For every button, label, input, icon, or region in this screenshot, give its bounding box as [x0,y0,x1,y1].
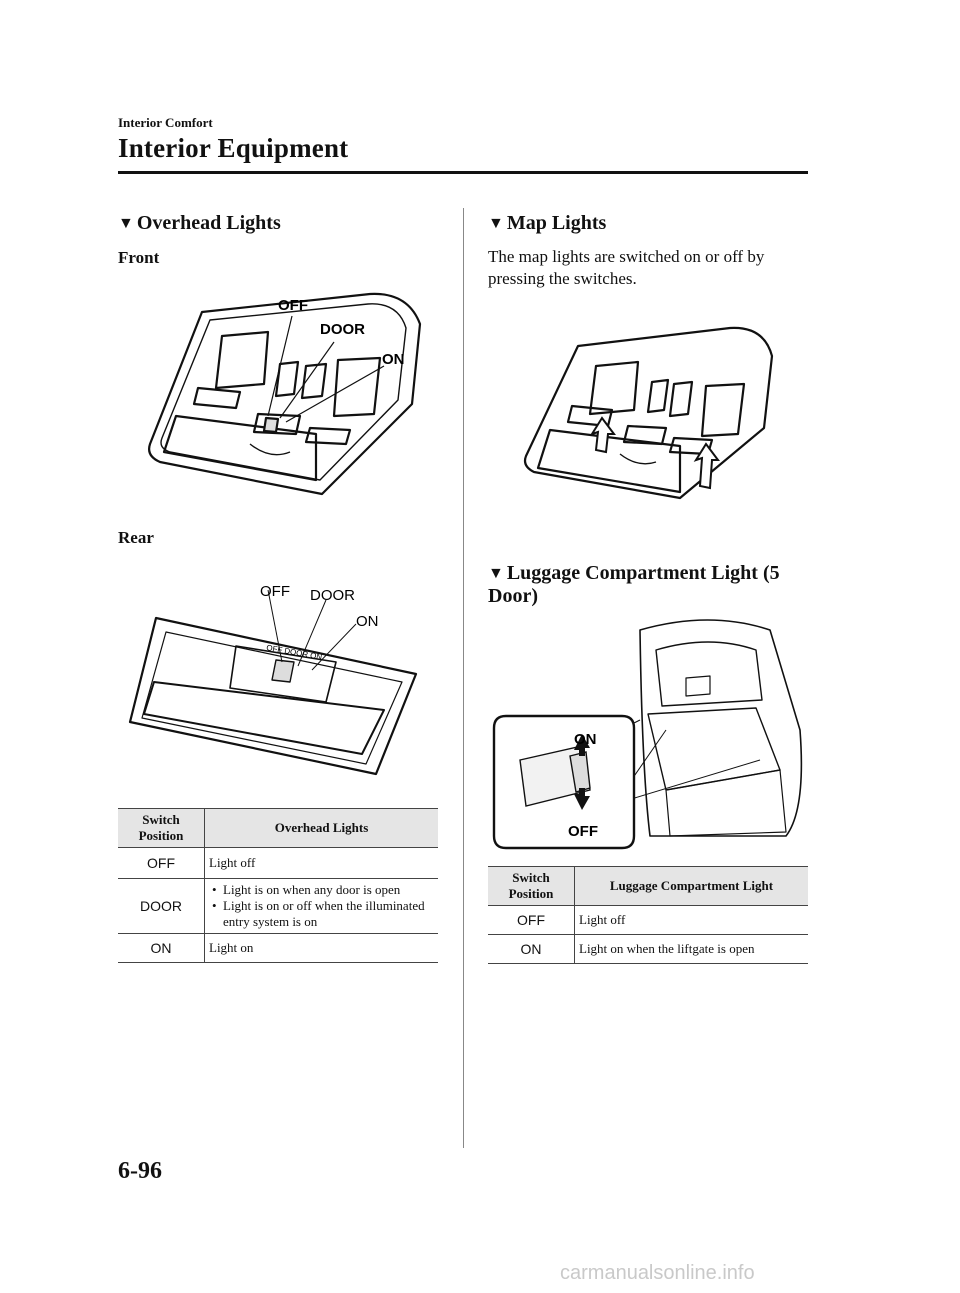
switch-position-cell: DOOR [118,878,205,934]
description-cell: Light on when the liftgate is open [574,934,808,964]
switch-position-cell: OFF [118,847,205,879]
bullet-item: Light is on when any door is open [212,882,434,898]
column-divider [463,208,464,1148]
description-cell: Light off [204,847,438,879]
table-row: DOOR Light is on when any door is open L… [118,878,438,934]
triangle-marker-icon: ▼ [488,565,504,582]
cargo-area [647,707,781,791]
front-overhead-light-illustration: OFF DOOR ON [148,292,422,496]
table-header-row: Switch Position Luggage Compartment Ligh… [488,866,808,906]
map-lights-text: The map lights are switched on or off by… [488,247,765,288]
bullet-list: Light is on when any door is open Light … [209,882,434,930]
section-label: Interior Comfort [118,115,213,130]
front-label: Front [118,248,160,267]
watermark: carmanualsonline.info [560,1262,755,1284]
arrow-on-icon [574,734,590,756]
description-cell: Light on [204,933,438,963]
table-header-row: Switch Position Overhead Lights [118,808,438,848]
table-header-overhead-lights: Overhead Lights [204,808,438,848]
table-row: ON Light on [118,933,438,963]
rear-callout-on: ON [356,613,379,630]
description-cell: Light off [574,905,808,935]
overhead-lights-table: Switch Position Overhead Lights OFF Ligh… [118,808,438,963]
map-lights-heading: ▼Map Lights [488,212,607,234]
rear-callout-off: OFF [260,583,290,600]
front-map-lens-left [214,330,270,390]
table-row: OFF Light off [488,905,808,935]
liftgate-outline [639,619,803,837]
luggage-compartment-illustration: ON OFF [492,619,803,850]
table-row: ON Light on when the liftgate is open [488,934,808,964]
page-title: Interior Equipment [118,133,349,163]
rear-lens-panel [143,681,385,755]
rear-overhead-light-illustration: OFF DOOR ON OFF DOOR ON [128,583,418,776]
table-header-switch-position: Switch Position [488,866,575,906]
luggage-light-table: Switch Position Luggage Compartment Ligh… [488,866,808,964]
table-header-luggage-light: Luggage Compartment Light [574,866,808,906]
bullet-item: Light is on or off when the illuminated … [212,898,434,930]
rear-label: Rear [118,528,154,547]
luggage-light-heading: ▼Luggage Compartment Light (5 Door) [488,562,780,607]
description-cell: Light is on when any door is open Light … [204,878,438,934]
front-callout-on: ON [382,351,405,368]
map-lights-illustration [523,326,774,500]
triangle-marker-icon: ▼ [118,215,134,232]
switch-position-cell: OFF [488,905,575,935]
luggage-callout-off: OFF [568,823,598,840]
luggage-callout-on: ON [574,731,597,748]
front-console-outline [148,292,422,496]
front-map-lens-right [332,356,382,418]
press-arrow-right-icon [693,442,720,490]
press-arrow-left-icon [589,416,616,454]
switch-position-cell: ON [488,934,575,964]
title-rule [118,171,808,174]
arrow-off-icon [574,788,590,810]
table-header-switch-position: Switch Position [118,808,205,848]
overhead-lights-heading: ▼Overhead Lights [118,212,281,234]
rear-callout-door: DOOR [310,587,355,604]
rear-console-outline [128,616,418,776]
front-callout-door: DOOR [320,321,365,338]
triangle-marker-icon: ▼ [488,215,504,232]
front-callout-off: OFF [278,297,308,314]
switch-position-cell: ON [118,933,205,963]
table-row: OFF Light off [118,847,438,879]
page-number: 6-96 [118,1158,162,1184]
front-lens-panel [162,414,318,482]
